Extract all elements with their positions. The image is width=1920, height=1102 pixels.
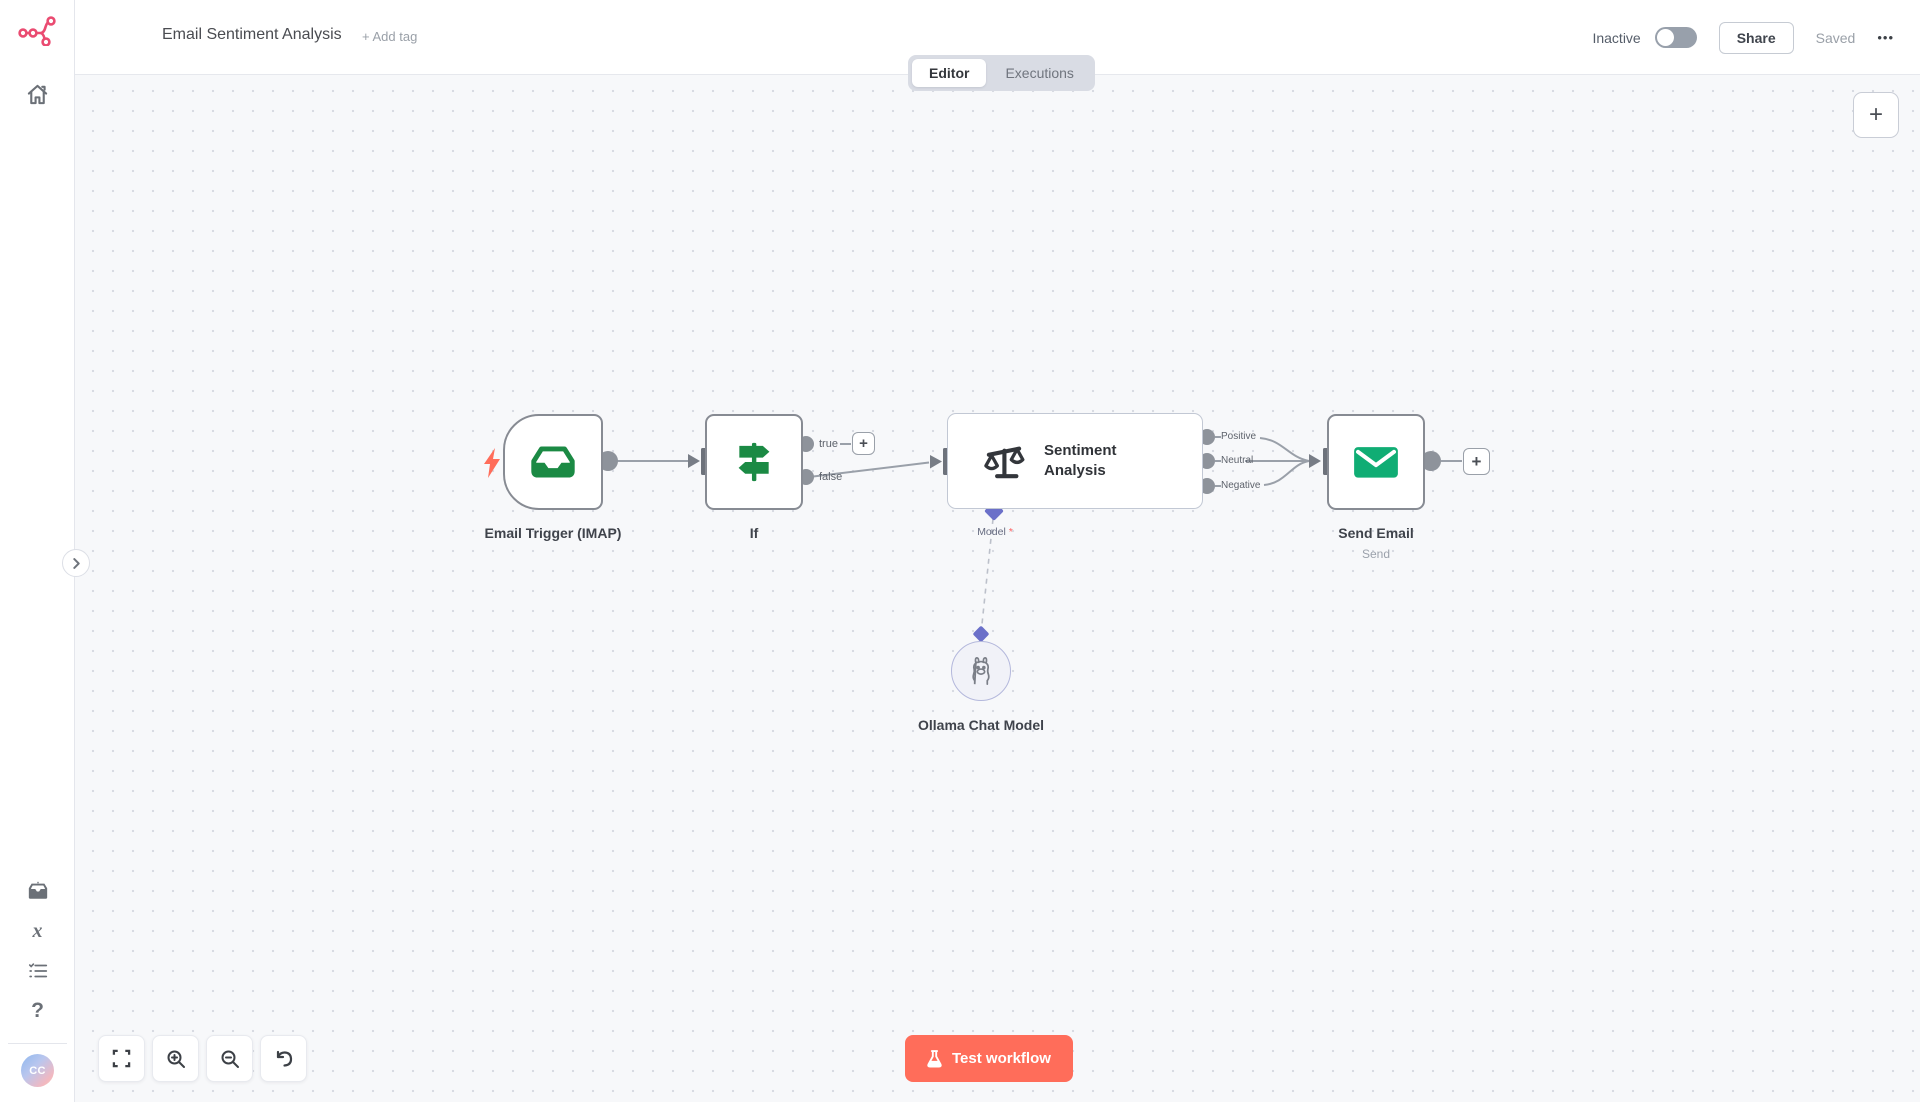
node-label-email-trigger: Email Trigger (IMAP) xyxy=(484,525,622,541)
variables-icon[interactable]: x xyxy=(32,919,43,942)
editor-executions-tabs: Editor Executions xyxy=(908,55,1095,91)
sidebar: x ? CC xyxy=(0,0,75,1102)
user-avatar[interactable]: CC xyxy=(21,1054,54,1087)
test-workflow-button[interactable]: Test workflow xyxy=(905,1035,1073,1082)
inbox-icon xyxy=(531,446,575,478)
node-label-send-email: Send Email Send xyxy=(1326,524,1426,564)
llama-icon xyxy=(972,656,990,685)
canvas-controls xyxy=(98,1035,307,1082)
activation-status-label: Inactive xyxy=(1592,29,1641,46)
sidebar-divider xyxy=(8,1043,67,1044)
saved-status: Saved xyxy=(1815,29,1856,46)
expand-sidebar-button[interactable] xyxy=(62,549,90,577)
trigger-lightning-icon xyxy=(484,448,500,478)
add-node-after-if-true-button[interactable]: + xyxy=(852,432,875,455)
zoom-out-icon xyxy=(221,1050,239,1068)
signpost-icon xyxy=(738,442,770,482)
port-label-false: false xyxy=(819,471,843,483)
node-email-trigger[interactable] xyxy=(503,414,603,510)
node-label-if: If xyxy=(749,525,759,541)
share-button[interactable]: Share xyxy=(1718,21,1794,54)
node-send-email[interactable] xyxy=(1327,414,1425,510)
zoom-in-icon xyxy=(167,1050,185,1068)
model-input-label: Model * xyxy=(977,526,1013,538)
node-subtitle-send: Send xyxy=(1361,547,1391,561)
add-tag-button[interactable]: + Add tag xyxy=(362,29,418,44)
tab-executions[interactable]: Executions xyxy=(1005,65,1074,81)
flask-icon xyxy=(927,1049,942,1068)
output-label-neutral: Neutral xyxy=(1221,455,1254,466)
n8n-logo-icon[interactable] xyxy=(18,16,56,46)
node-ollama-chat-model[interactable] xyxy=(951,641,1011,701)
envelope-icon xyxy=(1354,447,1398,478)
zoom-out-button[interactable] xyxy=(206,1035,253,1082)
home-icon[interactable] xyxy=(17,74,57,114)
workflow-canvas[interactable] xyxy=(75,75,1920,1102)
workflow-title[interactable]: Email Sentiment Analysis xyxy=(162,26,342,43)
chevron-right-icon xyxy=(72,557,80,569)
activation-toggle[interactable] xyxy=(1654,27,1697,48)
zoom-to-fit-button[interactable] xyxy=(98,1035,145,1082)
reset-zoom-button[interactable] xyxy=(260,1035,307,1082)
output-label-negative: Negative xyxy=(1221,480,1261,491)
more-menu-icon[interactable]: ••• xyxy=(1877,30,1894,45)
node-label-ollama: Ollama Chat Model xyxy=(917,717,1045,733)
zoom-in-button[interactable] xyxy=(152,1035,199,1082)
tab-editor[interactable]: Editor xyxy=(912,59,987,87)
test-workflow-label: Test workflow xyxy=(952,1050,1051,1067)
fit-view-icon xyxy=(112,1049,131,1068)
add-node-after-send-button[interactable]: + xyxy=(1463,448,1490,475)
node-sentiment-analysis[interactable]: Sentiment Analysis xyxy=(947,413,1203,509)
insights-checklist-icon[interactable] xyxy=(18,951,58,991)
undo-icon xyxy=(276,1050,292,1067)
node-title-sentiment: Sentiment Analysis xyxy=(1044,442,1117,479)
help-icon[interactable]: ? xyxy=(31,999,44,1022)
port-label-true: true xyxy=(819,438,838,450)
templates-icon[interactable] xyxy=(18,871,58,911)
toggle-knob xyxy=(1656,29,1674,46)
output-label-positive: Positive xyxy=(1221,431,1257,442)
required-marker: * xyxy=(1008,526,1013,538)
node-if[interactable] xyxy=(705,414,803,510)
open-nodes-panel-button[interactable]: + xyxy=(1853,92,1899,138)
scales-icon xyxy=(984,446,1025,479)
